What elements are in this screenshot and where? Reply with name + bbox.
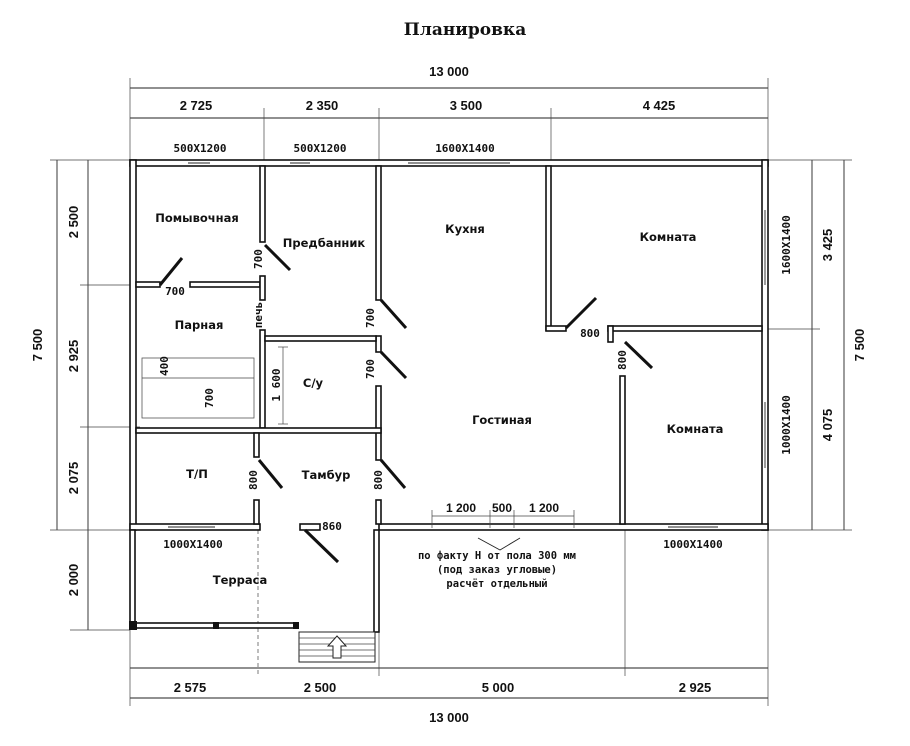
dim-left-total: 7 500	[30, 329, 45, 362]
room-tambour: Тамбур	[302, 468, 351, 482]
door-labels: 700 700 печь 700 700 1 600 800 800 800 8…	[165, 249, 629, 533]
dim-right-total: 7 500	[852, 329, 867, 362]
window-label-4: 1600X1400	[780, 215, 793, 275]
room-steam: Парная	[175, 318, 224, 332]
dim-bottom-4: 2 925	[679, 680, 712, 695]
window-label-3: 1600X1400	[435, 142, 495, 155]
room-washroom: Помывочная	[155, 211, 239, 225]
door-tp: 800	[247, 470, 260, 490]
note-line-3: расчёт отдельный	[446, 578, 547, 590]
dim-bottom-total: 13 000	[429, 710, 469, 725]
door-wc: 700	[364, 359, 377, 379]
plan-title: Планировка	[404, 20, 526, 40]
stove-label: печь	[252, 302, 265, 329]
room-room2: Комната	[667, 422, 724, 436]
bench: 400 700	[141, 356, 255, 419]
dim-left-4: 2 000	[66, 564, 81, 597]
note-line-2: (под заказ угловые)	[437, 564, 557, 576]
entry-stairs	[298, 631, 376, 663]
windows: 500X1200 500X1200 1600X1400 1600X1400 10…	[163, 142, 793, 551]
door-wash: 700	[252, 249, 265, 269]
top-dimensions: 13 000 2 725 2 350 3 500 4 425	[129, 64, 769, 160]
window-label-5: 1000X1400	[780, 395, 793, 455]
wc-length: 1 600	[270, 368, 283, 401]
room-labels: Помывочная Предбанник Кухня Комната Парн…	[155, 211, 723, 587]
bench-label-1: 400	[158, 356, 171, 376]
left-dimensions: 7 500 2 500 2 925 2 075 2 000	[30, 159, 140, 631]
dim-left-2: 2 925	[66, 340, 81, 373]
dim-top-4: 4 425	[643, 98, 676, 113]
window-label-7: 1000X1400	[663, 538, 723, 551]
window-label-1: 500X1200	[174, 142, 227, 155]
front-window-b: 500	[492, 501, 512, 515]
dim-top-3: 3 500	[450, 98, 483, 113]
dim-top-1: 2 725	[180, 98, 213, 113]
door-entry: 860	[322, 520, 342, 533]
door-tambour: 800	[372, 470, 385, 490]
front-window-dims: 1 200 500 1 200	[431, 501, 575, 551]
note-line-1: по факту Н от пола 300 мм	[418, 550, 576, 562]
dim-bottom-2: 2 500	[304, 680, 337, 695]
window-label-2: 500X1200	[294, 142, 347, 155]
room-living: Гостиная	[472, 413, 532, 427]
door-room2: 800	[616, 350, 629, 370]
bench-label-2: 700	[203, 388, 216, 408]
window-note: по факту Н от пола 300 мм (под заказ угл…	[418, 550, 576, 590]
dim-right-2: 4 075	[820, 409, 835, 442]
right-dimensions: 3 425 4 075 7 500	[760, 159, 867, 531]
dim-right-1: 3 425	[820, 229, 835, 262]
door-steam: 700	[165, 285, 185, 298]
room-kitchen: Кухня	[445, 222, 485, 236]
dim-top-2: 2 350	[306, 98, 339, 113]
room-terrace: Терраса	[213, 573, 267, 587]
door-kitchen: 700	[364, 308, 377, 328]
front-window-a: 1 200	[446, 501, 476, 515]
room-predbannik: Предбанник	[283, 236, 366, 250]
doors	[158, 243, 654, 564]
dim-left-3: 2 075	[66, 462, 81, 495]
dim-left-1: 2 500	[66, 206, 81, 239]
window-label-6: 1000X1400	[163, 538, 223, 551]
room-wc: С/у	[303, 376, 324, 390]
room-tp: Т/П	[186, 467, 208, 481]
door-room1: 800	[580, 327, 600, 340]
dim-bottom-3: 5 000	[482, 680, 515, 695]
dim-top-total: 13 000	[429, 64, 469, 79]
room-room1: Комната	[640, 230, 697, 244]
dim-bottom-1: 2 575	[174, 680, 207, 695]
front-window-c: 1 200	[529, 501, 559, 515]
